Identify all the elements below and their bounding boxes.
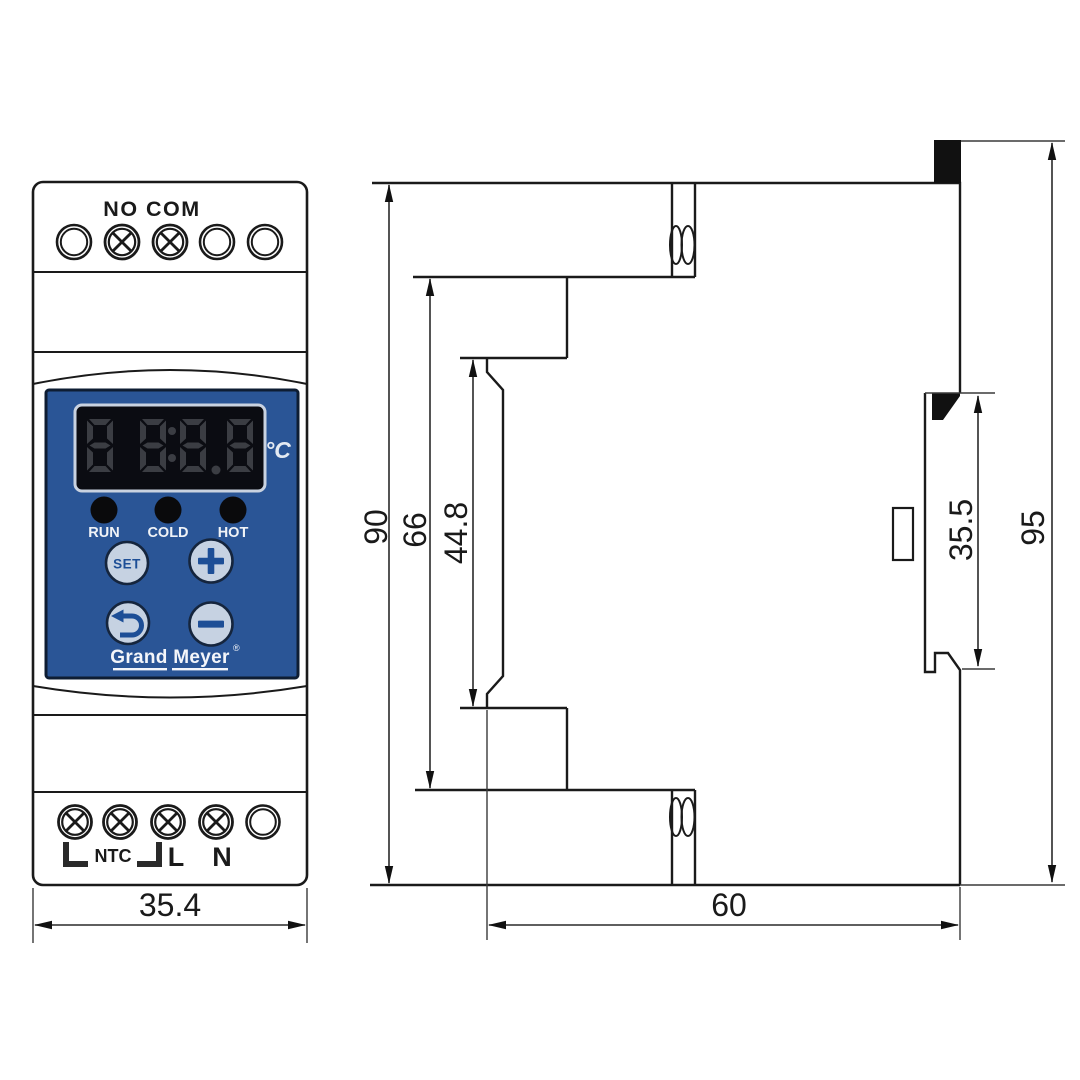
- terminal-screw-side: [680, 797, 696, 837]
- terminal-label-l: L: [168, 842, 185, 872]
- dimension-label-60: 60: [711, 887, 747, 923]
- dimension-arrow: [488, 920, 506, 930]
- terminal-screw: [57, 804, 93, 840]
- brand-logo: Grand Meyer ®: [110, 643, 240, 671]
- set-button-label: SET: [113, 557, 141, 572]
- led-label-hot: HOT: [218, 525, 249, 541]
- dimension-arrow: [34, 920, 52, 930]
- dimension-arrow: [384, 184, 394, 202]
- dimension-label-35-5: 35.5: [943, 499, 979, 561]
- plus-icon: [198, 548, 224, 574]
- dimension-95: 95: [1015, 142, 1057, 883]
- side-terminal-block-top: [669, 183, 697, 277]
- dimension-label-90: 90: [358, 509, 394, 545]
- dimension-60: 60: [488, 887, 959, 930]
- side-outline-top: [372, 181, 962, 393]
- side-terminal-block-bottom: [669, 790, 697, 885]
- terminal-plain: [198, 223, 236, 261]
- undo-arrow-icon: [111, 609, 144, 638]
- side-step: [460, 706, 569, 790]
- dimension-arrow: [973, 395, 983, 413]
- dimension-90: 90: [358, 184, 394, 884]
- led-hot: [219, 496, 247, 524]
- terminal-label-no-com: NO COM: [103, 197, 200, 221]
- front-top-arc: [32, 369, 308, 385]
- dimension-arrow: [1047, 865, 1057, 883]
- dimension-label-66: 66: [397, 512, 433, 548]
- rail-clip: [891, 506, 915, 562]
- dimension-arrow: [468, 689, 478, 707]
- terminal-screw: [151, 223, 189, 261]
- status-leds: RUN COLD HOT: [88, 496, 249, 541]
- led-run: [90, 496, 118, 524]
- dimension-arrow: [384, 866, 394, 884]
- dimension-label-35-4: 35.4: [139, 887, 201, 923]
- led-label-run: RUN: [88, 525, 119, 541]
- plus-button: [188, 538, 234, 584]
- dimension-arrow: [425, 278, 435, 296]
- dimension-35-5: 35.5: [943, 395, 983, 667]
- ntc-bracket-right: [137, 842, 162, 867]
- minus-button: [188, 601, 234, 647]
- terminal-screw: [102, 804, 138, 840]
- bottom-terminal-row: [57, 804, 281, 840]
- terminal-label-n: N: [212, 842, 232, 872]
- dimension-arrow: [941, 920, 959, 930]
- set-button: SET: [104, 540, 150, 586]
- terminal-screw: [103, 223, 141, 261]
- seven-segment-display: [73, 403, 267, 493]
- dimension-44-8: 44.8: [438, 359, 478, 707]
- rail-hook-top: [934, 140, 961, 183]
- terminal-screw: [150, 804, 186, 840]
- minus-icon: [198, 620, 224, 628]
- front-bottom-arc: [32, 685, 308, 699]
- bottom-terminal-labels: NTC L N: [63, 842, 232, 872]
- dimension-arrow: [1047, 142, 1057, 160]
- display-colon: [168, 427, 176, 435]
- terminal-screw: [198, 804, 234, 840]
- ntc-bracket-left: [63, 842, 88, 867]
- brand-name: Grand Meyer: [110, 647, 230, 668]
- dimension-arrow: [973, 649, 983, 667]
- display-colon: [168, 454, 176, 462]
- brand-registered-mark: ®: [233, 643, 240, 653]
- side-step: [460, 277, 569, 360]
- celsius-label: °C: [265, 437, 291, 463]
- dimension-label-44-8: 44.8: [438, 502, 474, 564]
- dimension-arrow: [468, 359, 478, 377]
- terminal-screw-side: [680, 225, 696, 265]
- brand-underline: [113, 668, 167, 671]
- led-label-cold: COLD: [147, 525, 188, 541]
- top-terminal-row: [55, 223, 284, 261]
- rail-hook-wedge: [932, 393, 960, 420]
- dimension-arrow: [425, 771, 435, 789]
- terminal-plain: [245, 804, 281, 840]
- terminal-plain: [55, 223, 93, 261]
- brand-underline: [172, 668, 228, 671]
- dimension-label-95: 95: [1015, 510, 1051, 546]
- blue-control-panel: °C RUN COLD HOT SET: [44, 388, 300, 680]
- terminal-plain: [246, 223, 284, 261]
- width-dimension-35-4: 35.4: [32, 887, 308, 943]
- side-view: 90 66 44.8 35.5 95: [358, 140, 1065, 940]
- back-button: [105, 600, 151, 646]
- display-decimal-point: [211, 465, 221, 475]
- dimension-66: 66: [397, 278, 435, 789]
- dimension-arrow: [288, 920, 306, 930]
- terminal-label-ntc: NTC: [95, 846, 132, 866]
- din-rail-channel: [923, 393, 962, 885]
- led-cold: [154, 496, 182, 524]
- side-front-bulge: [485, 358, 505, 708]
- front-view: NO COM: [31, 180, 309, 943]
